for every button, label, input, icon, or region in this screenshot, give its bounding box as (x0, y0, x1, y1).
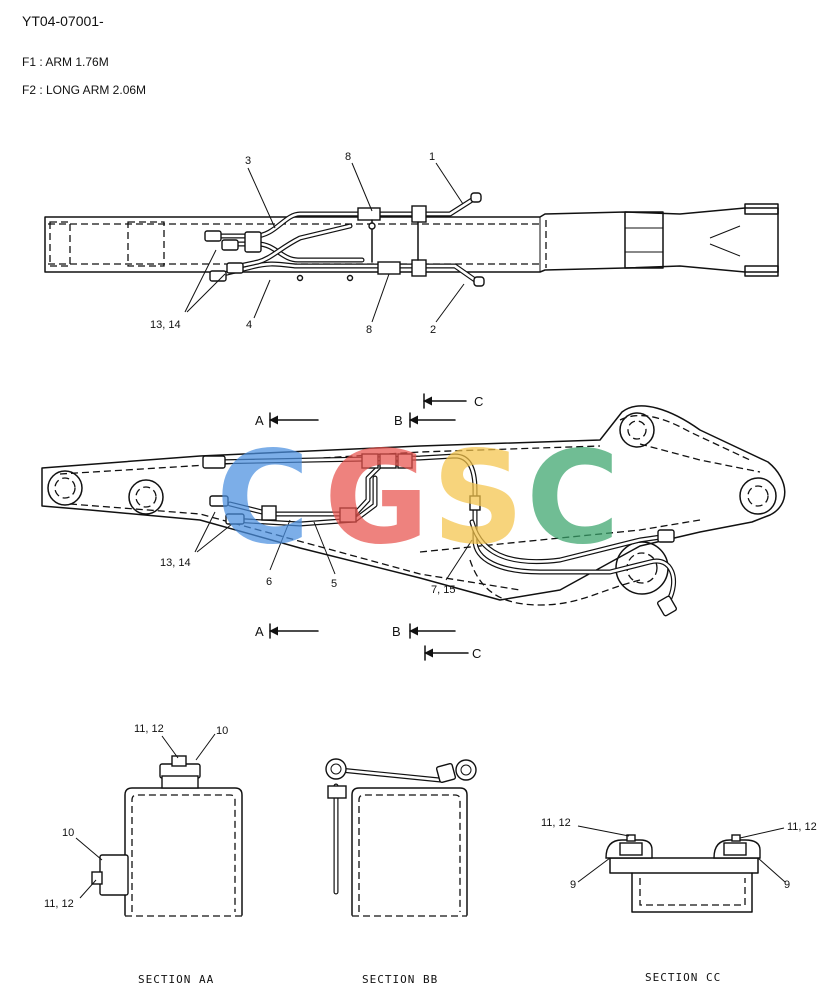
cgsc-watermark: C G S C (216, 424, 620, 573)
section-mark-b-upper: B (394, 413, 403, 428)
section-mark-a-upper: A (255, 413, 264, 428)
callout-cc-9-left: 9 (570, 879, 576, 891)
section-cc: 11, 12 11, 12 9 9 SECTION CC (541, 817, 817, 984)
arm-top-outline (44, 203, 779, 277)
callout-aa-10-left: 10 (62, 827, 74, 839)
side-view-leaders (194, 511, 473, 581)
section-mark-c-lower: C (472, 646, 481, 661)
watermark-letter-3: S (432, 424, 524, 573)
note-arm-f1: F1 : ARM 1.76M (22, 55, 109, 69)
callout-cc-11-12-right: 11, 12 (787, 821, 817, 833)
top-view: 3 8 1 13, 14 4 8 2 (44, 151, 779, 336)
callout-3: 3 (245, 155, 251, 167)
callout-cc-9-right: 9 (784, 879, 790, 891)
section-mark-a-lower: A (255, 624, 264, 639)
side-fittings (202, 453, 678, 617)
callout-5: 5 (331, 578, 337, 590)
hose-fittings-13-14-top (204, 230, 262, 282)
section-mark-c-upper: C (474, 394, 483, 409)
section-cc-title: SECTION CC (645, 971, 721, 984)
callout-4: 4 (246, 319, 252, 331)
section-mark-b-lower: B (392, 624, 401, 639)
section-bb: SECTION BB (325, 758, 477, 986)
callout-8-lower: 8 (366, 324, 372, 336)
callout-aa-11-12-left: 11, 12 (44, 898, 74, 910)
callout-aa-11-12-top: 11, 12 (134, 723, 164, 735)
callout-6: 6 (266, 576, 272, 588)
callout-7-15: 7, 15 (431, 584, 455, 596)
side-view: A B C A B C (41, 393, 786, 661)
note-arm-f2: F2 : LONG ARM 2.06M (22, 83, 147, 97)
callout-cc-11-12-left: 11, 12 (541, 817, 571, 829)
section-aa-title: SECTION AA (138, 973, 214, 986)
watermark-letter-2: G (324, 424, 429, 573)
clamps-8-top (296, 205, 427, 282)
callout-8-upper: 8 (345, 151, 351, 163)
callout-1: 1 (429, 151, 435, 163)
callout-13-14-top: 13, 14 (150, 319, 181, 331)
callout-13-14-side: 13, 14 (160, 557, 191, 569)
watermark-letter-4: C (526, 424, 620, 573)
pipe-2-top (212, 261, 485, 287)
section-bb-title: SECTION BB (362, 973, 438, 986)
section-cut-markers (269, 393, 469, 661)
top-view-leaders (184, 162, 465, 323)
callout-aa-10-top: 10 (216, 725, 228, 737)
section-aa: 11, 12 10 10 11, 12 SECTION AA (44, 723, 243, 986)
watermark-letter-1: C (216, 424, 310, 573)
callout-2: 2 (430, 324, 436, 336)
arm-side-outline (41, 405, 786, 606)
pipe-main-side (207, 453, 677, 605)
document-code: YT04-07001- (22, 13, 104, 29)
